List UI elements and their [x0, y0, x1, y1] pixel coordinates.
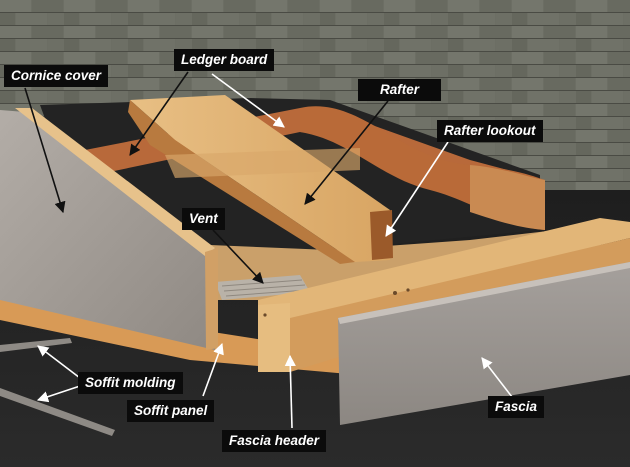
cornice-cover — [0, 110, 215, 350]
rafter-end — [370, 210, 393, 260]
pointer-arrows — [24, 71, 513, 429]
cornice-cover-label: Cornice cover — [4, 65, 109, 87]
soffit-panel-label: Soffit panel — [127, 400, 215, 422]
soffit-molding-lower — [0, 388, 115, 436]
soffit-molding-upper — [0, 338, 72, 352]
fascia-label: Fascia — [488, 396, 545, 418]
fascia-header — [258, 218, 630, 320]
rafter-label: Rafter — [358, 79, 442, 101]
soffit-molding-arrow-1 — [37, 345, 81, 379]
fascia-header-arrow — [284, 354, 296, 429]
rafter-arrow — [304, 100, 389, 205]
vent-label: Vent — [182, 208, 225, 230]
fascia-board — [338, 262, 630, 425]
soffit-molding-arrow-2 — [36, 385, 81, 403]
nail-marks — [263, 288, 410, 317]
rafter-side — [128, 100, 355, 264]
ledger-board-label: Ledger board — [174, 49, 275, 71]
cornice-cover-top-edge — [15, 108, 215, 256]
fascia-arrow — [481, 357, 513, 398]
vent-arrow — [212, 229, 264, 284]
soffit-molding-label: Soffit molding — [78, 372, 183, 394]
fascia-header-label: Fascia header — [222, 430, 327, 452]
rafter-lookout-label: Rafter lookout — [437, 120, 543, 142]
cornice-cover-end — [205, 248, 218, 350]
rafter — [130, 95, 390, 262]
cornice-cover-arrow — [24, 87, 66, 214]
ledger-board-arrow-1 — [129, 71, 189, 156]
fascia-header-front — [258, 303, 290, 372]
ledger-board-arrow-2 — [211, 73, 285, 128]
ledger-board-light — [165, 148, 360, 178]
soffit-panel-arrow — [202, 342, 224, 397]
fascia-board-edge — [338, 262, 630, 324]
rafter-lookout-arrow — [385, 141, 449, 237]
rafter-lookout-face — [470, 165, 545, 230]
